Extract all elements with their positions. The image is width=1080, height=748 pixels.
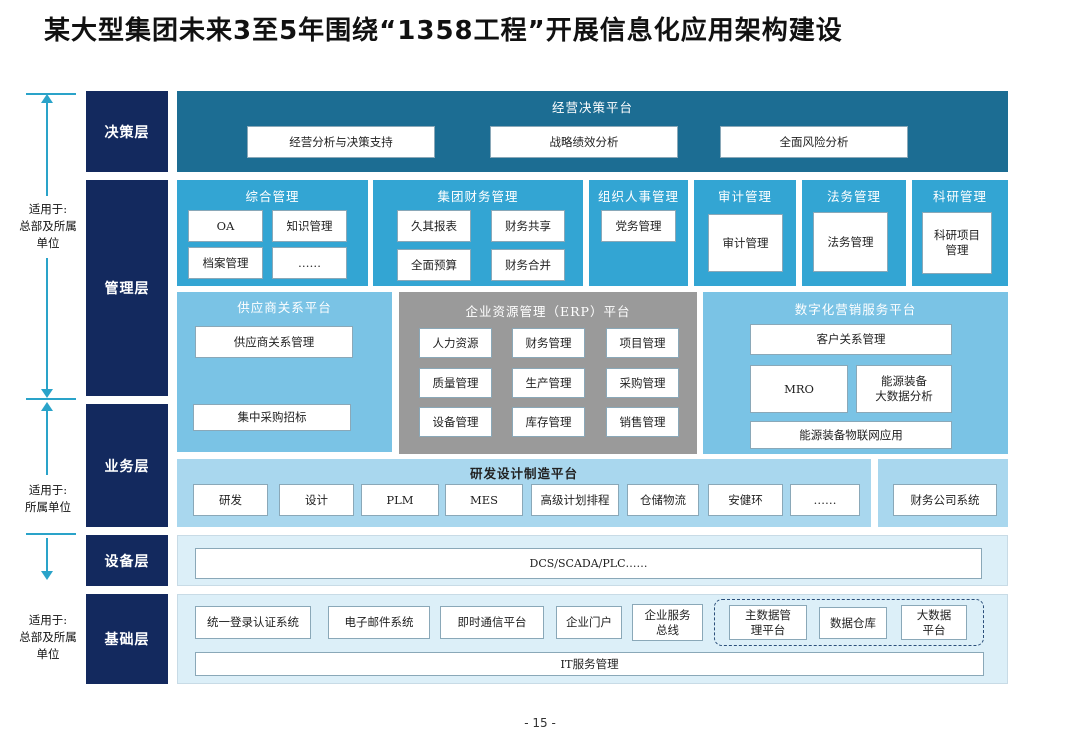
page-number: - 15 - xyxy=(524,716,556,730)
erp-item: 设备管理 xyxy=(419,407,492,437)
rd-item: 安健环 xyxy=(708,484,783,516)
foundation-panel: 统一登录认证系统 电子邮件系统 即时通信平台 企业门户 企业服务 总线 主数据管… xyxy=(177,594,1008,684)
audit-management-panel: 审计管理 审计管理 xyxy=(694,180,796,286)
supplier-item: 供应商关系管理 xyxy=(195,326,353,358)
panel-title: 集团财务管理 xyxy=(437,189,519,204)
page-title: 某大型集团未来3至5年围绕“1358工程”开展信息化应用架构建设 xyxy=(44,16,843,46)
scope-divider xyxy=(26,398,76,400)
erp-item: 财务管理 xyxy=(512,328,585,358)
rd-item: 仓储物流 xyxy=(627,484,699,516)
rd-item: PLM xyxy=(361,484,439,516)
supplier-item: 集中采购招标 xyxy=(193,404,351,431)
management-item: 久其报表 xyxy=(397,210,471,242)
panel-title: 数字化营销服务平台 xyxy=(794,302,917,317)
scope-label-top: 适用于: 总部及所属 单位 xyxy=(19,202,77,250)
integrated-management-panel: 综合管理 OA 知识管理 档案管理 …… xyxy=(177,180,368,286)
research-management-panel: 科研管理 科研项目 管理 xyxy=(912,180,1008,286)
layer-business: 业务层 xyxy=(86,404,168,527)
panel-title: 审计管理 xyxy=(717,189,772,204)
rd-item: 设计 xyxy=(279,484,354,516)
decision-item: 战略绩效分析 xyxy=(490,126,678,158)
management-item: 党务管理 xyxy=(601,210,676,242)
erp-platform: 企业资源管理（ERP）平台 人力资源 财务管理 项目管理 质量管理 生产管理 采… xyxy=(399,292,697,454)
scope-line xyxy=(46,258,48,390)
rd-item: 研发 xyxy=(193,484,268,516)
scope-label-bottom: 适用于: 总部及所属 单位 xyxy=(19,613,77,661)
panel-title: 研发设计制造平台 xyxy=(469,466,578,481)
erp-item: 库存管理 xyxy=(512,407,585,437)
foundation-item: 企业门户 xyxy=(556,606,622,639)
marketing-item: MRO xyxy=(750,365,848,413)
marketing-item: 客户关系管理 xyxy=(750,324,952,355)
marketing-platform: 数字化营销服务平台 客户关系管理 MRO 能源装备 大数据分析 能源装备物联网应… xyxy=(703,292,1008,454)
rd-item: …… xyxy=(790,484,860,516)
foundation-item: 即时通信平台 xyxy=(440,606,544,639)
hr-management-panel: 组织人事管理 党务管理 xyxy=(589,180,688,286)
management-item: 档案管理 xyxy=(188,247,263,279)
management-item: OA xyxy=(188,210,263,242)
supplier-platform: 供应商关系平台 供应商关系管理 集中采购招标 xyxy=(177,292,392,452)
marketing-item: 能源装备 大数据分析 xyxy=(856,365,952,413)
management-item: 全面预算 xyxy=(397,249,471,281)
scope-line xyxy=(46,538,48,572)
erp-item: 人力资源 xyxy=(419,328,492,358)
rd-item: 高级计划排程 xyxy=(531,484,619,516)
it-service-management: IT服务管理 xyxy=(195,652,984,676)
decision-item: 全面风险分析 xyxy=(720,126,908,158)
panel-title: 企业资源管理（ERP）平台 xyxy=(465,304,631,319)
panel-title: 综合管理 xyxy=(245,189,300,204)
arrow-up-icon xyxy=(41,94,53,103)
management-item: 财务共享 xyxy=(491,210,565,242)
rd-item: MES xyxy=(445,484,523,516)
erp-item: 采购管理 xyxy=(606,368,679,398)
erp-item: 项目管理 xyxy=(606,328,679,358)
device-panel: DCS/SCADA/PLC…… xyxy=(177,535,1008,586)
foundation-item: 企业服务 总线 xyxy=(632,604,703,641)
data-item: 大数据 平台 xyxy=(901,605,967,640)
arrow-down-icon xyxy=(41,571,53,580)
management-item: 审计管理 xyxy=(708,214,783,272)
panel-title: 法务管理 xyxy=(826,189,881,204)
management-item: 科研项目 管理 xyxy=(922,212,992,274)
panel-title: 科研管理 xyxy=(932,189,987,204)
erp-item: 质量管理 xyxy=(419,368,492,398)
data-item: 数据仓库 xyxy=(819,607,887,639)
management-item: 法务管理 xyxy=(813,212,888,272)
scope-line xyxy=(46,410,48,475)
erp-item: 销售管理 xyxy=(606,407,679,437)
data-platform-group: 主数据管 理平台 数据仓库 大数据 平台 xyxy=(714,599,984,646)
foundation-item: 统一登录认证系统 xyxy=(195,606,311,639)
management-item: 知识管理 xyxy=(272,210,347,242)
layer-foundation: 基础层 xyxy=(86,594,168,684)
foundation-item: 电子邮件系统 xyxy=(328,606,430,639)
decision-platform: 经营决策平台 经营分析与决策支持 战略绩效分析 全面风险分析 xyxy=(177,91,1008,172)
arrow-up-icon xyxy=(41,402,53,411)
management-item: 财务合并 xyxy=(491,249,565,281)
scope-line xyxy=(46,102,48,196)
layer-management: 管理层 xyxy=(86,180,168,396)
group-finance-panel: 集团财务管理 久其报表 财务共享 全面预算 财务合并 xyxy=(373,180,583,286)
scope-divider xyxy=(26,533,76,535)
decision-item: 经营分析与决策支持 xyxy=(247,126,435,158)
panel-title: 组织人事管理 xyxy=(597,189,679,204)
data-item: 主数据管 理平台 xyxy=(729,605,807,640)
device-systems: DCS/SCADA/PLC…… xyxy=(195,548,982,579)
marketing-item: 能源装备物联网应用 xyxy=(750,421,952,449)
legal-management-panel: 法务管理 法务管理 xyxy=(802,180,906,286)
layer-decision: 决策层 xyxy=(86,91,168,172)
rd-platform: 研发设计制造平台 研发 设计 PLM MES 高级计划排程 仓储物流 安健环 …… xyxy=(177,459,871,527)
arrow-down-icon xyxy=(41,389,53,398)
panel-title: 供应商关系平台 xyxy=(237,300,332,315)
finance-company-system: 财务公司系统 xyxy=(893,484,997,516)
scope-label-middle: 适用于: 所属单位 xyxy=(25,483,71,514)
layer-device: 设备层 xyxy=(86,535,168,586)
management-item: …… xyxy=(272,247,347,279)
erp-item: 生产管理 xyxy=(512,368,585,398)
decision-platform-title: 经营决策平台 xyxy=(551,100,633,115)
finance-company-panel: 财务公司系统 xyxy=(878,459,1008,527)
